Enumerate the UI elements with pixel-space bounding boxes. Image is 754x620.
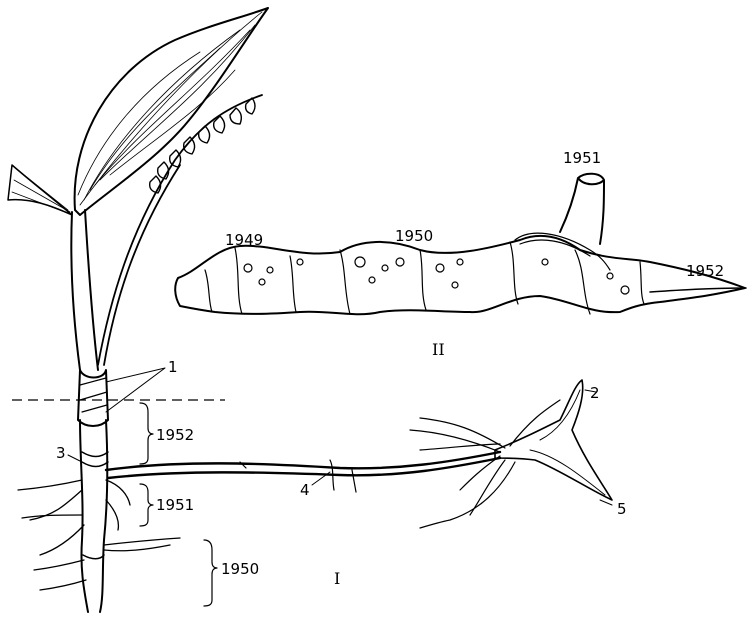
bud-scars — [244, 257, 629, 294]
rhizome-vertical — [80, 420, 107, 612]
bracket-1952 — [140, 403, 153, 464]
callout-3: 3 — [56, 444, 66, 462]
year-label-1950-fig1: 1950 — [221, 560, 259, 578]
year-label-1951-fig2: 1951 — [563, 149, 601, 167]
year-label-1950-fig2: 1950 — [395, 227, 433, 245]
roots-right — [104, 480, 180, 551]
leaf-veins — [78, 12, 262, 205]
leaf-scar-frill — [515, 233, 610, 270]
plant-figure-1 — [8, 8, 612, 612]
year-label-1952-fig1: 1952 — [156, 426, 194, 444]
callout-2: 2 — [590, 384, 600, 402]
year-label-1951-fig1: 1951 — [156, 496, 194, 514]
callout-5-leader — [600, 500, 612, 505]
rhizome-horizontal — [106, 452, 500, 478]
figure-2-label: II — [432, 340, 445, 359]
bracket-1950 — [204, 540, 217, 606]
callout-5: 5 — [617, 500, 627, 518]
flower-stalk — [98, 95, 262, 365]
callout-1-leaders — [106, 368, 165, 412]
callout-1: 1 — [168, 358, 178, 376]
bracket-1951 — [140, 484, 153, 526]
callout-4: 4 — [300, 481, 310, 499]
year-label-1949-fig2: 1949 — [225, 231, 263, 249]
figure-1-label: I — [334, 569, 340, 588]
year-label-1952-fig2: 1952 — [686, 262, 724, 280]
shoot-1951 — [560, 174, 604, 244]
roots-left — [18, 480, 86, 590]
leaf-stalk — [71, 210, 98, 370]
rhizome-segments — [205, 242, 644, 314]
